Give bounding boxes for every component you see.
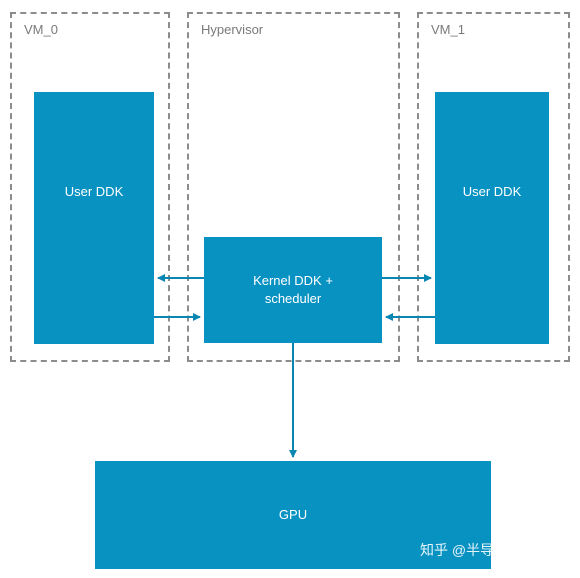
- user-ddk-left-block: User DDK: [34, 92, 154, 344]
- kernel-ddk-label-line2: scheduler: [264, 291, 322, 306]
- hypervisor-label: Hypervisor: [201, 22, 264, 37]
- kernel-ddk-scheduler-block: Kernel DDK + scheduler: [204, 237, 382, 343]
- user-ddk-right-label: User DDK: [462, 183, 522, 199]
- user-ddk-left-label: User DDK: [64, 183, 124, 199]
- user-ddk-right-block: User DDK: [435, 92, 549, 344]
- vm0-label: VM_0: [24, 22, 58, 37]
- gpu-label: GPU: [278, 506, 308, 522]
- watermark-text: 知乎 @半导体行业观察: [420, 542, 565, 558]
- kernel-ddk-label-line1: Kernel DDK +: [253, 272, 333, 288]
- vm1-frame: VM_1: [417, 12, 570, 362]
- vm1-label: VM_1: [431, 22, 465, 37]
- vm0-frame: VM_0: [10, 12, 170, 362]
- gpu-block: GPU: [95, 461, 491, 569]
